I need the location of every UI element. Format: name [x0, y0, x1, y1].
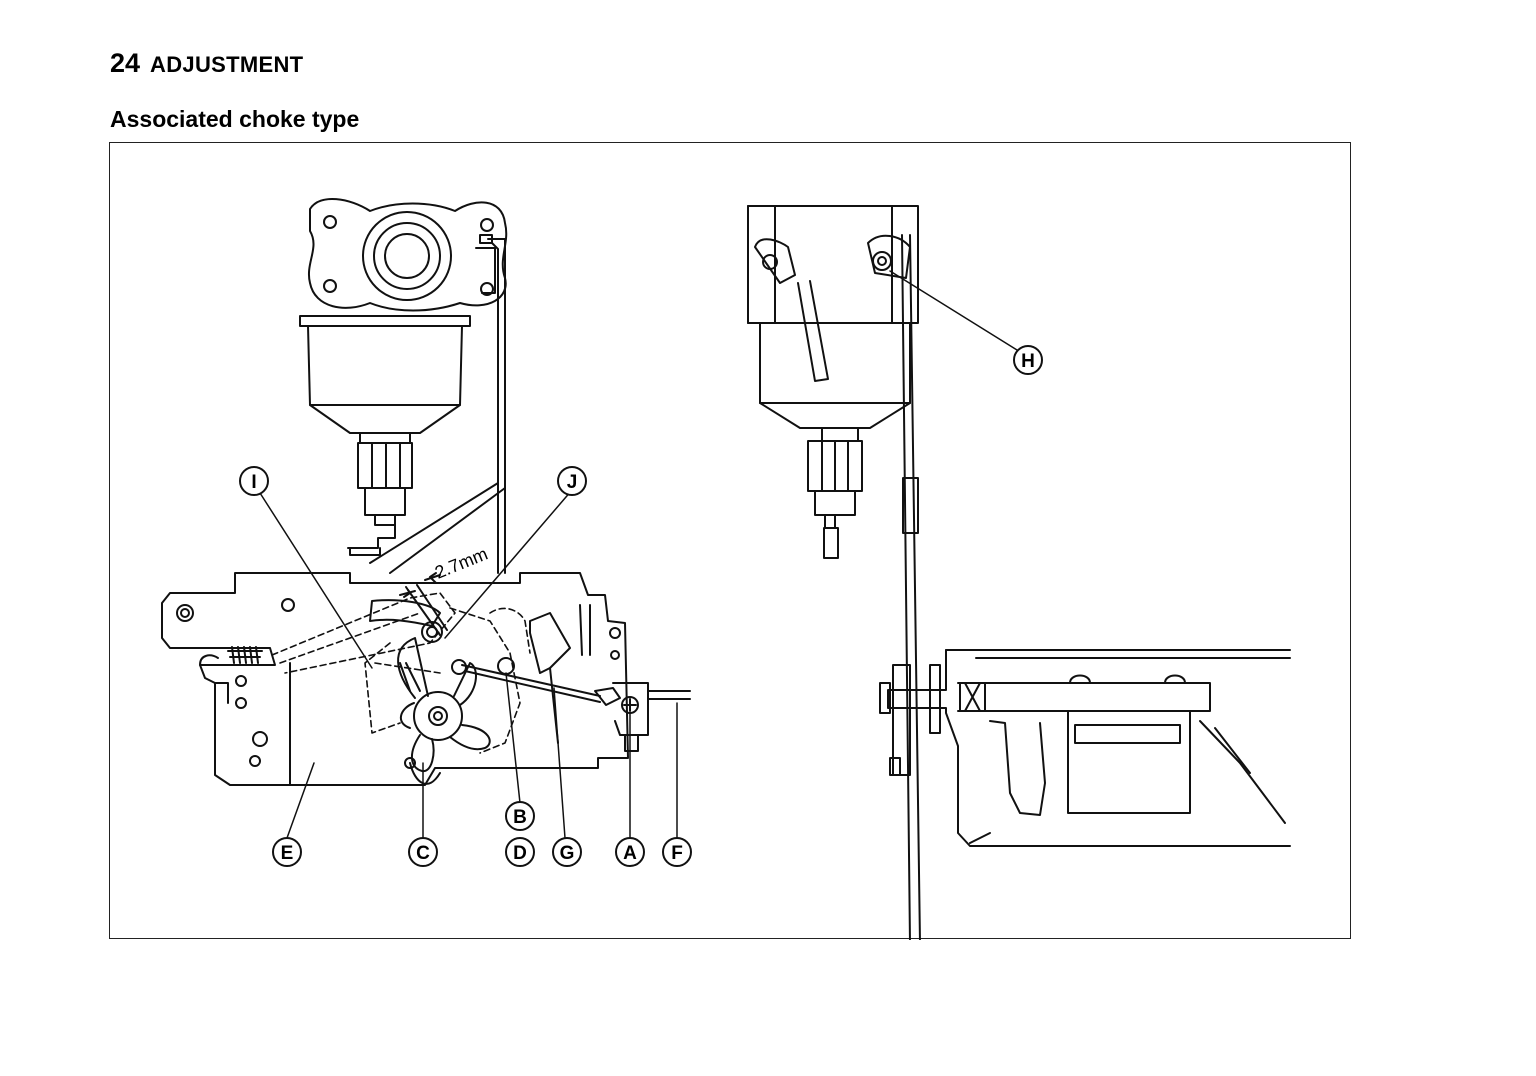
figure-subtitle: Associated choke type: [110, 106, 360, 132]
callout-a: A: [615, 837, 645, 867]
governor-lever: [451, 612, 691, 752]
callout-i-label: I: [251, 472, 256, 493]
choke-lever: [397, 637, 491, 785]
callout-j-label: J: [567, 472, 578, 493]
callout-f-label: F: [671, 843, 683, 864]
gap-dimension: [399, 572, 441, 598]
page-number: 24: [110, 48, 141, 78]
carburetor-flange: [307, 197, 508, 312]
right-carburetor: [747, 205, 921, 940]
callout-f: F: [662, 837, 692, 867]
section-title: ADJUSTMENT: [150, 52, 304, 77]
callout-g-label: G: [560, 843, 575, 864]
callout-j: J: [557, 466, 587, 496]
callout-d-label: D: [513, 843, 527, 864]
figure-frame: I J E C B D G: [109, 142, 1351, 940]
callouts: I J E C B D G: [239, 345, 1043, 867]
callout-g: G: [552, 837, 582, 867]
choke-plate-linkage: [369, 584, 448, 692]
callout-b-label: B: [513, 807, 527, 828]
right-base-assembly: [879, 649, 1291, 847]
choke-link-rod: [369, 234, 506, 574]
callout-h-label: H: [1021, 351, 1035, 372]
callout-i: I: [239, 466, 269, 496]
float-bowl: [299, 315, 471, 556]
gap-dimension-label: 2.7mm: [432, 544, 491, 583]
carburetor-choke-diagram: I J E C B D G: [161, 197, 1291, 940]
callout-c-label: C: [416, 843, 430, 864]
base-plate: [161, 572, 629, 786]
callout-b: B: [505, 801, 535, 831]
callout-d: D: [505, 837, 535, 867]
callout-a-label: A: [623, 843, 637, 864]
page-header: 24 ADJUSTMENT: [110, 48, 303, 79]
spring: [199, 646, 263, 666]
callout-h: H: [1013, 345, 1043, 375]
callout-c: C: [408, 837, 438, 867]
callout-e: E: [272, 837, 302, 867]
callout-e-label: E: [281, 843, 294, 864]
